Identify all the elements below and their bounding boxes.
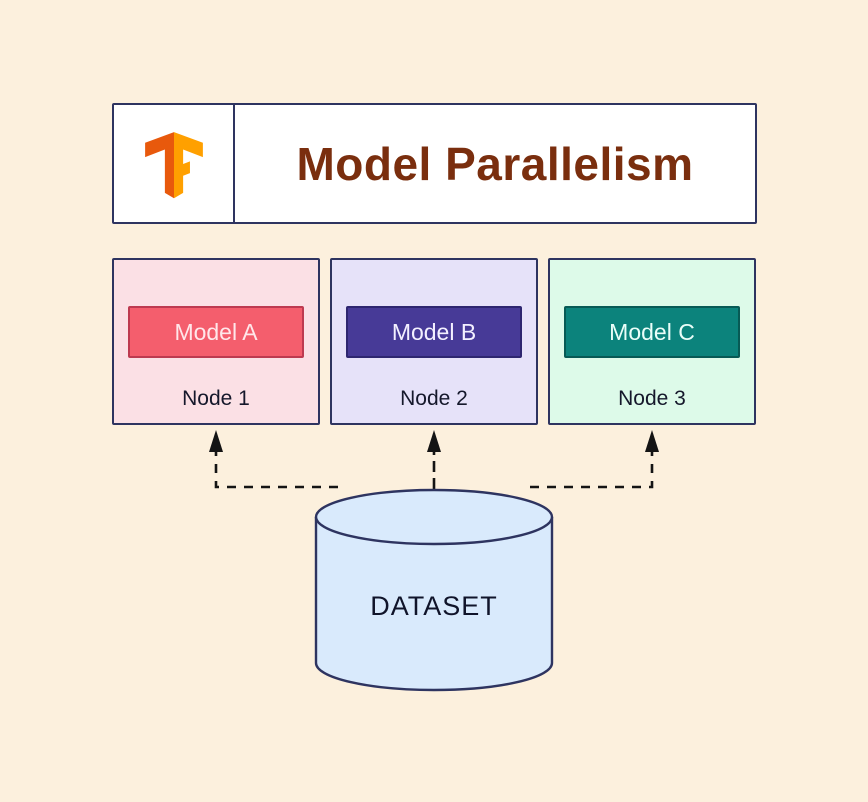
arrow-to-node-1: [209, 430, 338, 489]
arrowhead-up-icon: [427, 430, 441, 452]
arrowhead-up-icon: [645, 430, 659, 452]
arrow-to-node-2: [427, 430, 441, 489]
diagram-title: Model Parallelism: [296, 137, 694, 190]
model-chip: Model A: [128, 306, 304, 358]
model-chip: Model C: [564, 306, 740, 358]
model-chip: Model B: [346, 306, 522, 358]
model-chip-label: Model A: [174, 318, 258, 345]
node-card-b: Model B Node 2: [330, 258, 538, 425]
node-label: Node 1: [182, 387, 250, 410]
node-card-c: Model C Node 3: [548, 258, 756, 425]
model-chip-label: Model C: [609, 318, 695, 345]
node-label: Node 2: [400, 387, 468, 410]
title-cell: Model Parallelism: [235, 105, 755, 222]
logo-cell: [114, 105, 235, 222]
arrowhead-up-icon: [209, 430, 223, 452]
arrow-to-node-3: [530, 430, 659, 489]
title-banner: Model Parallelism: [112, 103, 757, 224]
node-card-a: Model A Node 1: [112, 258, 320, 425]
dataset-cylinder: DATASET: [314, 488, 554, 692]
node-label: Node 3: [618, 387, 686, 410]
dataset-label: DATASET: [370, 591, 498, 621]
tensorflow-logo-icon: [144, 131, 203, 198]
model-chip-label: Model B: [391, 318, 477, 345]
